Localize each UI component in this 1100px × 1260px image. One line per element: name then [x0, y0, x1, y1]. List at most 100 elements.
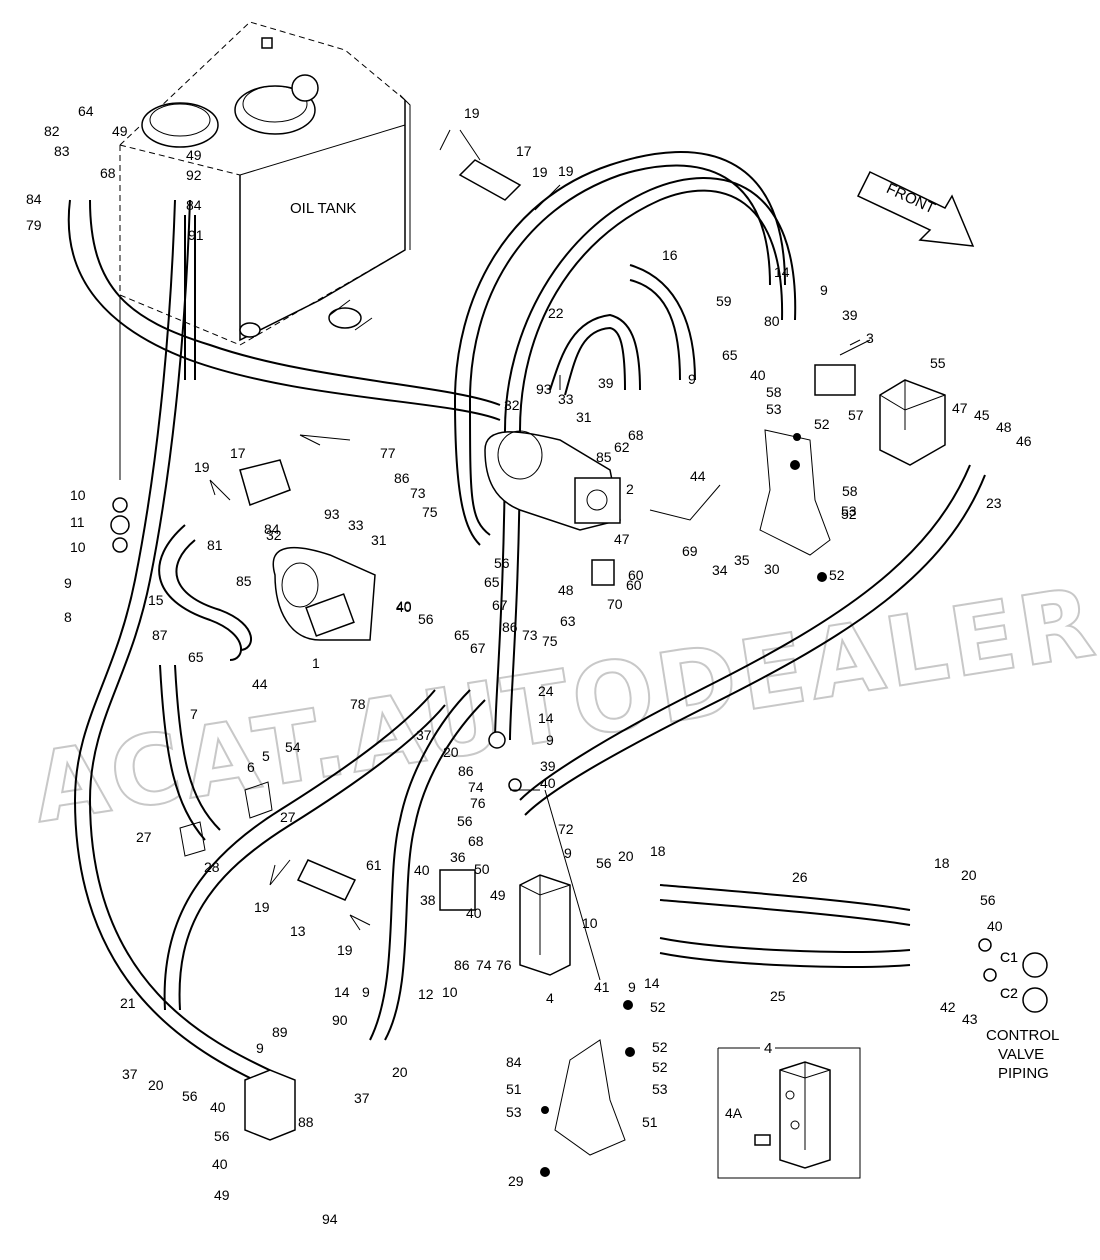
part-number-label: 59	[716, 293, 732, 309]
part-number-label: 55	[930, 355, 946, 371]
inset-part-4: 4 4A	[717, 1040, 861, 1179]
part-number-label: 56	[596, 855, 612, 871]
part-number-label: 24	[538, 683, 554, 699]
part-number-label: 60	[626, 577, 642, 593]
part-number-label: 49	[186, 147, 202, 163]
part-number-label: 75	[422, 504, 438, 520]
oil-tank: OIL TANK	[119, 21, 411, 346]
part-number-label: 19	[464, 105, 480, 121]
bracket-29	[554, 1039, 626, 1156]
part-number-label: 37	[354, 1090, 370, 1106]
part-number-label: 49	[112, 123, 128, 139]
front-arrow: FRONT	[856, 171, 975, 247]
part-number-label: 80	[764, 313, 780, 329]
part-number-label: 40	[987, 918, 1003, 934]
part-number-label: 14	[334, 984, 350, 1000]
part-number-label: 77	[380, 445, 396, 461]
part-number-label: 9	[362, 984, 370, 1000]
part-number-label: 69	[682, 543, 698, 559]
block-57	[814, 364, 856, 396]
part-number-label: 68	[628, 427, 644, 443]
part-number-label: 53	[841, 503, 857, 519]
part-number-label: 31	[371, 532, 387, 548]
part-number-label: 40	[210, 1099, 226, 1115]
part-number-label: 14	[538, 710, 554, 726]
part-number-label: 67	[492, 597, 508, 613]
part-number-label: C1	[1000, 949, 1018, 965]
part-number-label: 49	[214, 1187, 230, 1203]
part-number-label: 36	[450, 849, 466, 865]
part-number-label: 56	[980, 892, 996, 908]
part-number-label: 32	[504, 397, 520, 413]
part-number-label: 20	[148, 1077, 164, 1093]
part-number-label: 78	[350, 696, 366, 712]
oil-tank-label: OIL TANK	[290, 200, 356, 217]
part-number-label: 73	[410, 485, 426, 501]
part-number-label: 65	[454, 627, 470, 643]
part-number-label: 53	[506, 1104, 522, 1120]
part-number-label: 40	[540, 775, 556, 791]
part-number-label: 58	[842, 483, 858, 499]
part-number-label: 54	[285, 739, 301, 755]
part-number-label: 56	[494, 555, 510, 571]
part-number-label: 86	[394, 470, 410, 486]
hose-lines	[67, 151, 986, 1096]
part-number-label: 40	[396, 599, 412, 615]
part-number-label: 19	[337, 942, 353, 958]
part-number-label: 84	[506, 1054, 522, 1070]
part-number-label: 20	[443, 744, 459, 760]
part-number-label: 19	[254, 899, 270, 915]
part-number-label: 46	[1016, 433, 1032, 449]
part-number-label: 37	[416, 727, 432, 743]
part-number-label: 44	[690, 468, 706, 484]
part-number-label: 52	[652, 1039, 668, 1055]
part-number-label: 4	[546, 990, 554, 1006]
part-number-label: 15	[148, 592, 164, 608]
part-number-label: 21	[120, 995, 136, 1011]
part-number-label: 74	[468, 779, 484, 795]
part-number-label: 7	[190, 706, 198, 722]
part-number-label: 40	[466, 905, 482, 921]
part-number-label: 51	[642, 1114, 658, 1130]
part-number-label: 56	[182, 1088, 198, 1104]
part-number-label: 10	[442, 984, 458, 1000]
part-number-label: 84	[264, 521, 280, 537]
part-number-label: 52	[829, 567, 845, 583]
part-number-label: 19	[558, 163, 574, 179]
part-number-label: 44	[252, 676, 268, 692]
part-number-label: 74	[476, 957, 492, 973]
part-number-label: 85	[236, 573, 252, 589]
part-number-label: 32	[266, 527, 282, 543]
part-number-label: 13	[290, 923, 306, 939]
part-number-label: 14	[644, 975, 660, 991]
part-number-label: 68	[100, 165, 116, 181]
part-number-label: 52	[814, 416, 830, 432]
part-number-label: 52	[650, 999, 666, 1015]
part-number-label: 10	[70, 539, 86, 555]
block-4	[519, 874, 571, 976]
part-number-label: 93	[324, 506, 340, 522]
part-number-label: 2	[626, 481, 634, 497]
part-number-label: 53	[652, 1081, 668, 1097]
part-number-label: 10	[582, 915, 598, 931]
part-number-label: 92	[186, 167, 202, 183]
part-number-label: 56	[214, 1128, 230, 1144]
part-number-label: 86	[454, 957, 470, 973]
part-number-label: 17	[516, 143, 532, 159]
part-number-label: 56	[418, 611, 434, 627]
part-number-label: 18	[934, 855, 950, 871]
c1-label: C1	[1000, 949, 1018, 965]
block-38	[439, 869, 476, 911]
part-number-label: 48	[558, 582, 574, 598]
part-number-label: 45	[974, 407, 990, 423]
part-number-label: 75	[542, 633, 558, 649]
part-number-label: 60	[628, 567, 644, 583]
part-number-label: 76	[496, 957, 512, 973]
part-number-label: 58	[766, 384, 782, 400]
part-number-label: 1	[312, 655, 320, 671]
part-number-label: 63	[560, 613, 576, 629]
part-number-label: 33	[348, 517, 364, 533]
part-number-label: 61	[366, 857, 382, 873]
part-number-label: 82	[44, 123, 60, 139]
part-number-label: 10	[70, 487, 86, 503]
